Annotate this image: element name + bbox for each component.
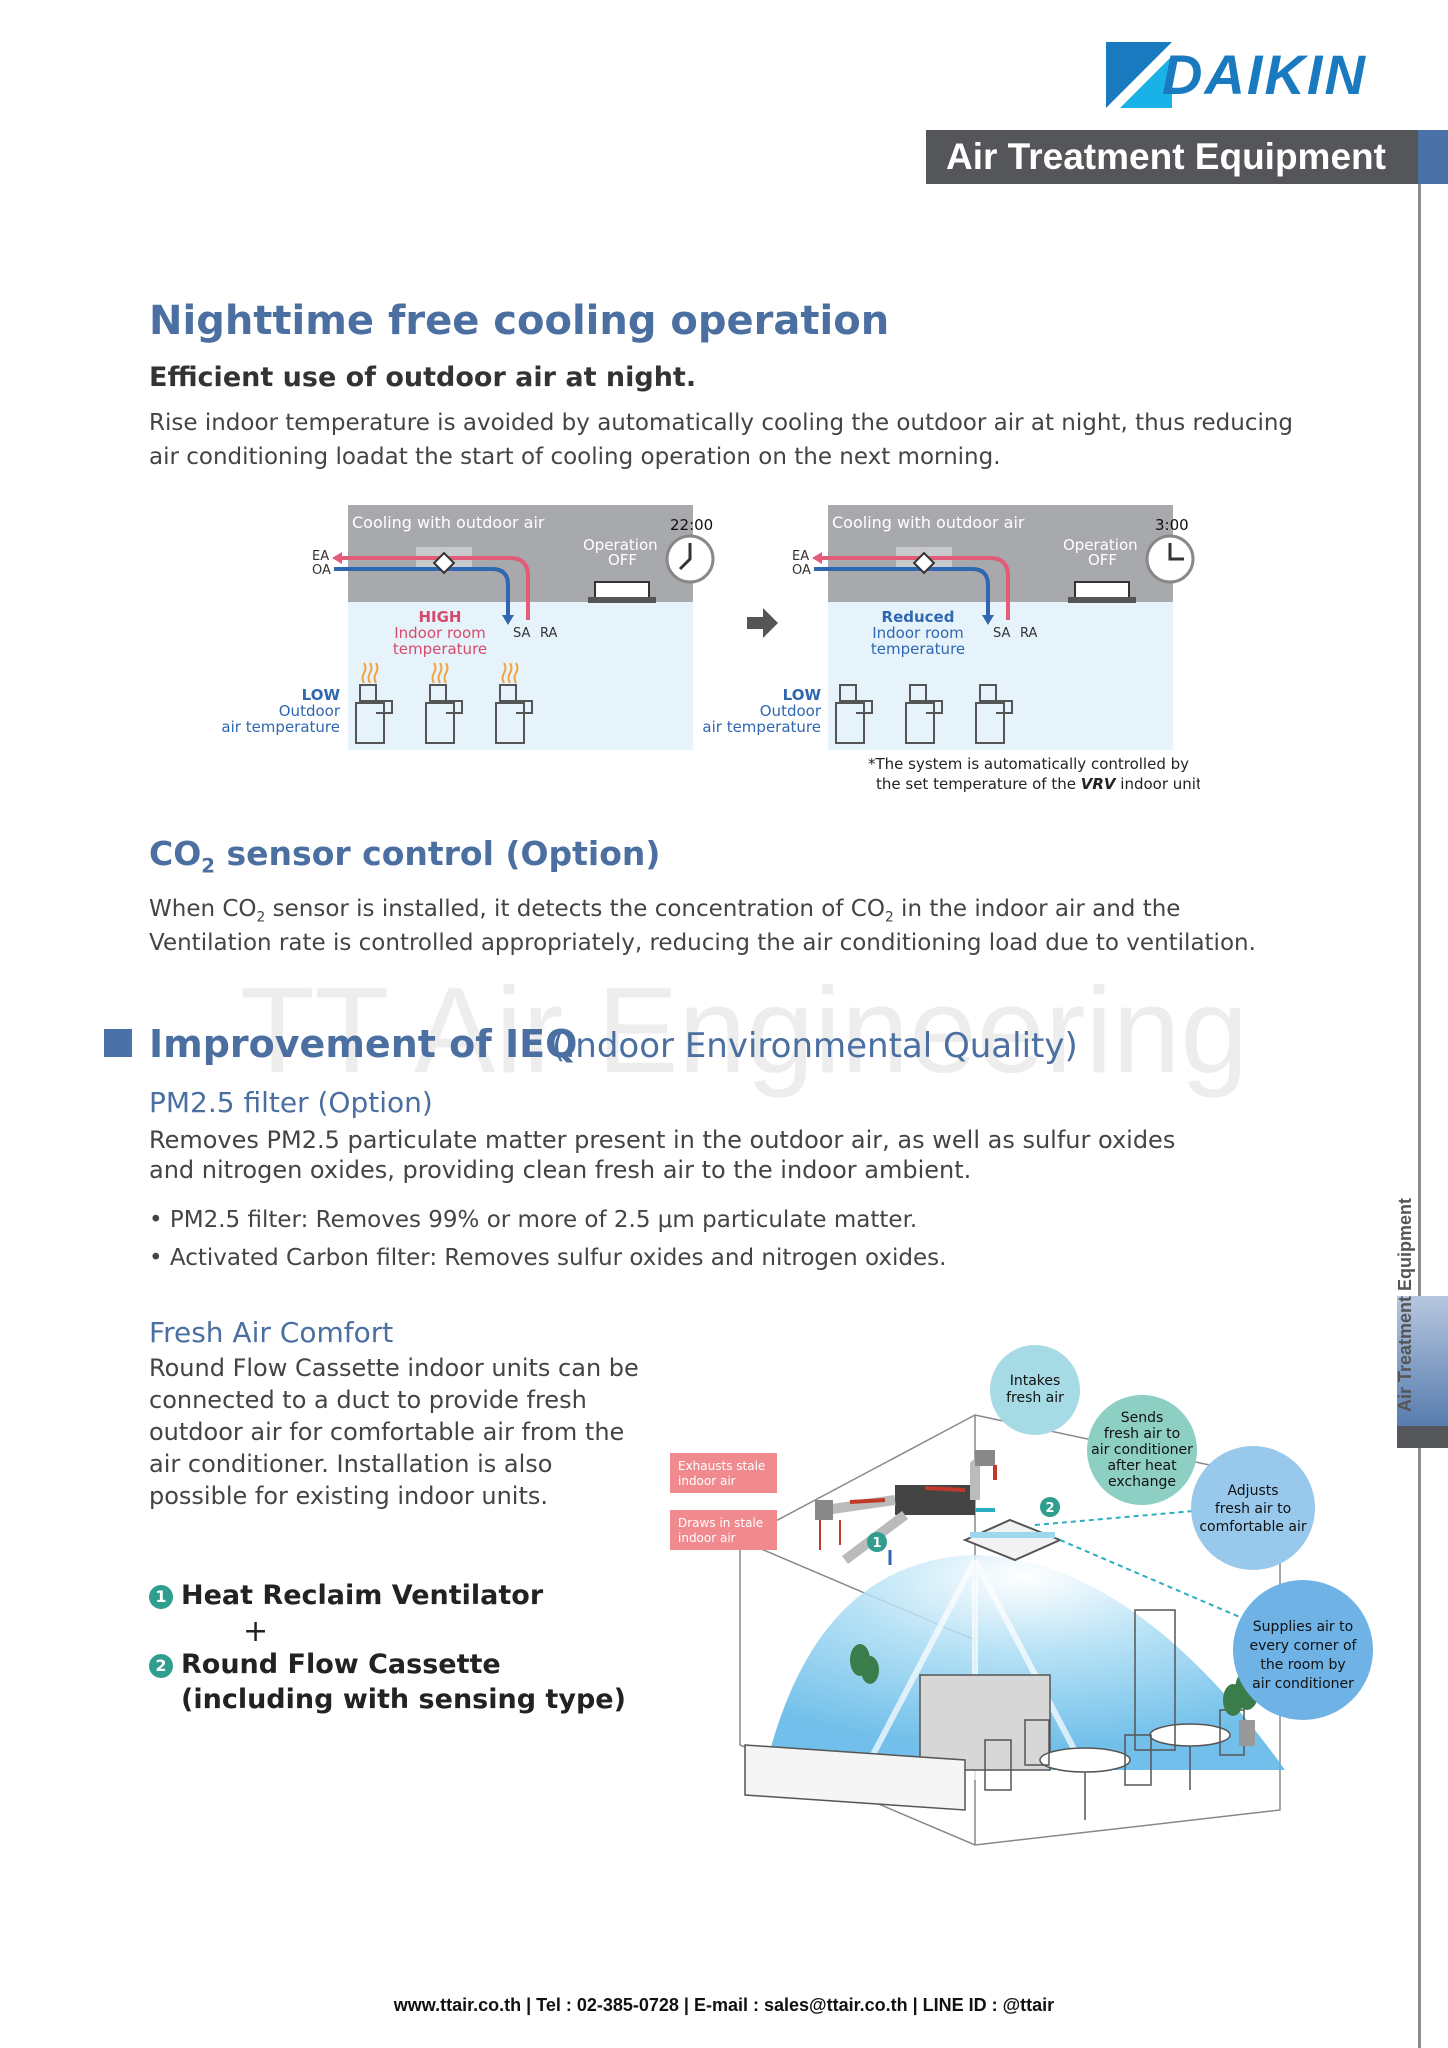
callout-intakes-line: fresh air — [1006, 1390, 1064, 1406]
tag-exhausts-line: indoor air — [678, 1474, 736, 1488]
d1-outdoor1: LOW — [302, 686, 341, 704]
d2-banner: Cooling with outdoor air — [832, 513, 1025, 532]
header-title: Air Treatment Equipment — [946, 136, 1386, 177]
ieq-title: Improvement of IEQ — [149, 1022, 578, 1066]
tag-draws-line: indoor air — [678, 1531, 736, 1545]
d1-outdoor3: air temperature — [221, 718, 340, 736]
unit-hrv-label: Heat Reclaim Ventilator — [181, 1580, 544, 1611]
bullet-item: • PM2.5 filter: Removes 99% or more of 2… — [149, 1207, 918, 1233]
callout-sends: Sends fresh air to air conditioner after… — [1087, 1395, 1197, 1505]
callout-sends-line: Sends — [1121, 1410, 1164, 1426]
d2-oa: OA — [792, 563, 811, 578]
side-tab-label: Air Treatment Equipment — [1395, 1197, 1415, 1412]
d2-ra: RA — [1020, 626, 1038, 641]
watermark: TT Air Engineering — [240, 962, 1249, 1098]
callout-sends-line: fresh air to — [1104, 1426, 1180, 1442]
side-tab — [1397, 1296, 1448, 1444]
note-line-1: *The system is automatically controlled … — [868, 755, 1189, 773]
callout-adjusts-line: comfortable air — [1199, 1519, 1307, 1535]
callout-supplies-line: Supplies air to — [1253, 1619, 1353, 1635]
co2-line-2: Ventilation rate is controlled appropria… — [149, 930, 1256, 956]
right-arrow-icon — [747, 608, 778, 638]
d2-indoor3: temperature — [871, 640, 965, 658]
bullet-item: • Activated Carbon filter: Removes sulfu… — [149, 1245, 947, 1271]
header-bar: Air Treatment Equipment — [926, 130, 1448, 184]
diagram-night-2200: Cooling with outdoor air EA OA SA RA Ope… — [221, 505, 715, 750]
unit-hrv: 1 Heat Reclaim Ventilator — [149, 1580, 543, 1611]
section-marker — [104, 1029, 132, 1057]
note-line-2: the set temperature of the VRV indoor un… — [876, 775, 1200, 793]
footer-contact: www.ttair.co.th | Tel : 02-385-0728 | E-… — [393, 1995, 1055, 2015]
callout-sends-line: exchange — [1108, 1474, 1176, 1490]
callout-adjusts-line: fresh air to — [1215, 1501, 1291, 1517]
diagram-night-0300: Cooling with outdoor air EA OA SA RA Ope… — [702, 505, 1195, 750]
nighttime-diagrams: Cooling with outdoor air EA OA SA RA Ope… — [221, 505, 1200, 793]
pm-filter-text: Removes PM2.5 particulate matter present… — [149, 1126, 1176, 1184]
tag-draws: Draws in stale indoor air — [670, 1510, 777, 1550]
nighttime-title: Nighttime free cooling operation — [149, 298, 890, 344]
badge-1-label: 1 — [872, 1536, 881, 1551]
d1-banner: Cooling with outdoor air — [352, 513, 545, 532]
d2-op2: OFF — [1088, 551, 1117, 569]
d1-ea: EA — [312, 549, 329, 564]
d2-op1: Operation — [1063, 536, 1138, 554]
right-divider — [1418, 184, 1421, 2048]
callout-supplies-line: the room by — [1260, 1657, 1345, 1673]
nighttime-subtitle: Efficient use of outdoor air at night. — [149, 362, 697, 393]
d2-ea: EA — [792, 549, 809, 564]
badge-1 — [867, 1532, 887, 1552]
fresh-air-text: Round Flow Cassette indoor units can be … — [149, 1354, 639, 1510]
number-badge: 1 — [149, 1584, 173, 1609]
ventilation-ducts — [815, 1450, 1063, 1565]
unit-cassette: 2 Round Flow Cassette — [149, 1649, 501, 1680]
d2-time: 3:00 — [1155, 516, 1189, 534]
co2-line-1: When CO2 sensor is installed, it detects… — [149, 896, 1181, 926]
d2-outdoor2: Outdoor — [760, 702, 822, 720]
d2-outdoor1: LOW — [783, 686, 822, 704]
callout-sends-line: air conditioner — [1091, 1442, 1193, 1458]
callout-adjusts: Adjusts fresh air to comfortable air — [1191, 1446, 1315, 1570]
plus-sign: + — [243, 1614, 269, 1649]
unit-cassette-note: (including with sensing type) — [181, 1684, 626, 1715]
tag-exhausts: Exhausts stale indoor air — [670, 1453, 777, 1493]
d1-sa: SA — [513, 626, 530, 641]
badge-2 — [1040, 1497, 1060, 1517]
callout-adjusts-line: Adjusts — [1227, 1483, 1278, 1499]
d1-op1: Operation — [583, 536, 658, 554]
co2-title: CO2 sensor control (Option) — [149, 834, 661, 878]
number-badge: 2 — [149, 1653, 173, 1678]
pm-filter-bullets: • PM2.5 filter: Removes 99% or more of 2… — [149, 1201, 946, 1277]
d2-indoor1: Reduced — [882, 608, 955, 626]
daikin-logo-mark — [1106, 42, 1172, 108]
pm-filter-title: PM2.5 filter (Option) — [149, 1086, 433, 1119]
callout-supplies-line: air conditioner — [1252, 1676, 1354, 1692]
brand-logo-text: DAIKIN — [1162, 43, 1367, 106]
fresh-air-title: Fresh Air Comfort — [149, 1316, 394, 1349]
side-tab-base — [1397, 1426, 1448, 1448]
d1-outdoor2: Outdoor — [279, 702, 341, 720]
callout-intakes: Intakes fresh air — [990, 1345, 1080, 1435]
callout-sends-line: after heat — [1107, 1458, 1177, 1474]
callout-supplies-line: every corner of — [1250, 1638, 1358, 1654]
room-illustration: Intakes fresh air Sends fresh air to air… — [670, 1345, 1373, 1846]
d2-outdoor3: air temperature — [702, 718, 821, 736]
d2-indoor2: Indoor room — [872, 624, 964, 642]
badge-2-label: 2 — [1045, 1501, 1054, 1516]
d1-oa: OA — [312, 563, 331, 578]
callout-supplies: Supplies air to every corner of the room… — [1233, 1580, 1373, 1720]
d1-ra: RA — [540, 626, 558, 641]
d1-op2: OFF — [608, 551, 637, 569]
ieq-subtitle: (Indoor Environmental Quality) — [552, 1026, 1078, 1066]
header-accent — [1418, 130, 1448, 184]
nighttime-text: Rise indoor temperature is avoided by au… — [149, 410, 1294, 470]
d1-indoor3: temperature — [393, 640, 487, 658]
tag-draws-line: Draws in stale — [678, 1516, 763, 1530]
tag-exhausts-line: Exhausts stale — [678, 1459, 765, 1473]
unit-cassette-label: Round Flow Cassette — [181, 1649, 501, 1680]
d2-sa: SA — [993, 626, 1010, 641]
d1-time: 22:00 — [670, 516, 713, 534]
callout-intakes-line: Intakes — [1010, 1373, 1061, 1389]
d1-indoor1: HIGH — [418, 608, 461, 626]
d1-indoor2: Indoor room — [394, 624, 486, 642]
